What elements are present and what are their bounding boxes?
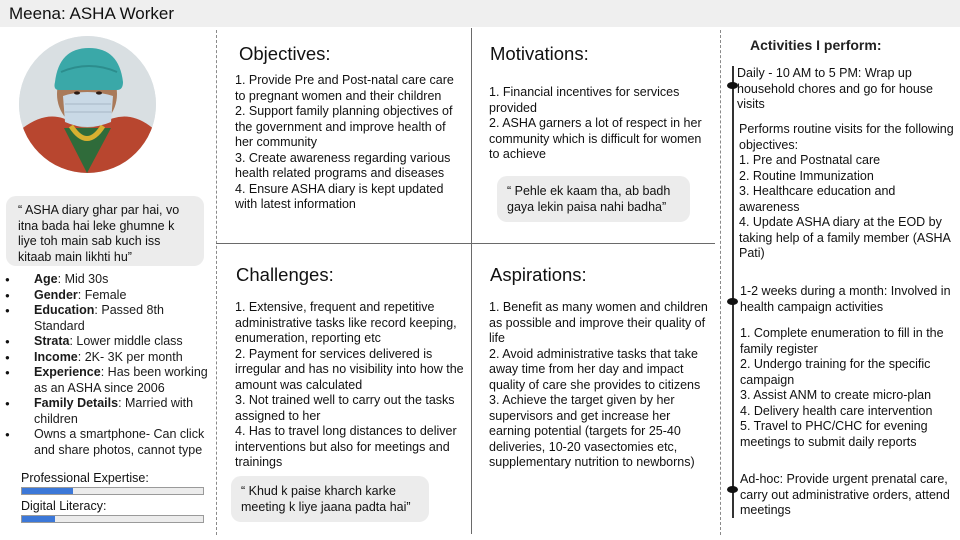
list-item: 2. Payment for services delivered is irr… xyxy=(235,346,464,392)
page-title: Meena: ASHA Worker xyxy=(9,4,175,23)
divider-left xyxy=(216,30,217,535)
skill-label-digital: Digital Literacy: xyxy=(21,499,107,513)
challenges-quote: “ Khud k paise kharch karke meeting k li… xyxy=(231,476,429,522)
activities-heading: Activities I perform: xyxy=(750,37,882,53)
skill-fill-professional xyxy=(22,488,73,494)
aspirations-heading: Aspirations: xyxy=(490,264,587,285)
list-item: 3. Assist ANM to create micro-plan xyxy=(740,388,932,402)
activities-timeline xyxy=(732,66,734,518)
list-item: 1. Extensive, frequent and repetitive ad… xyxy=(235,300,457,345)
motivations-list: 1. Financial incentives for services pro… xyxy=(489,85,709,163)
activity-routine: Performs routine visits for the followin… xyxy=(739,122,955,262)
profile-item-income: Income: 2K- 3K per month xyxy=(5,350,211,366)
divider-middle xyxy=(216,243,715,244)
skill-bar-professional xyxy=(21,487,204,495)
activity-adhoc: Ad-hoc: Provide urgent prenatal care, ca… xyxy=(740,472,950,517)
list-item: 4. Delivery health care intervention xyxy=(740,403,933,418)
profile-item-age: Age: Mid 30s xyxy=(5,272,211,288)
list-item: 4. Has to travel long distances to deliv… xyxy=(235,424,457,469)
profile-item-experience: Experience: Has been working as an ASHA … xyxy=(5,365,211,396)
divider-right xyxy=(720,30,721,535)
list-item: 1. Complete enumeration to fill in the f… xyxy=(740,326,944,356)
profile-item-education: Education: Passed 8th Standard xyxy=(5,303,211,334)
list-item: 5. Travel to PHC/CHC for evening meeting… xyxy=(740,419,928,449)
profile-item-strata: Strata: Lower middle class xyxy=(5,334,211,350)
profile-item-gender: Gender: Female xyxy=(5,288,211,304)
skill-label-professional: Professional Expertise: xyxy=(21,471,149,485)
activity-routine-intro: Performs routine visits for the followin… xyxy=(739,122,954,152)
timeline-dot xyxy=(727,486,738,493)
list-item: 1. Provide Pre and Post-natal care care … xyxy=(235,73,454,103)
profile-item-smartphone: Owns a smartphone- Can click and share p… xyxy=(5,427,211,458)
avatar xyxy=(19,36,156,173)
persona-photo xyxy=(19,36,156,173)
motivations-heading: Motivations: xyxy=(490,43,589,64)
list-item: 3. Healthcare education and awareness xyxy=(739,184,896,214)
list-item: 2. Support family planning objectives of… xyxy=(235,104,453,149)
persona-quote: “ ASHA diary ghar par hai, vo itna bada … xyxy=(6,196,204,266)
list-item: 3. Create awareness regarding various he… xyxy=(235,150,451,181)
timeline-dot xyxy=(727,82,738,89)
challenges-heading: Challenges: xyxy=(236,264,334,285)
objectives-list: 1. Provide Pre and Post-natal care care … xyxy=(235,73,467,213)
objectives-heading: Objectives: xyxy=(239,43,331,64)
activity-daily: Daily - 10 AM to 5 PM: Wrap up household… xyxy=(737,66,933,111)
list-item: 4. Ensure ASHA diary is kept updated wit… xyxy=(235,181,444,212)
list-item: 2. Undergo training for the specific cam… xyxy=(740,357,931,387)
list-item: 4. Update ASHA diary at the EOD by takin… xyxy=(739,215,951,260)
list-item: 2. Avoid administrative tasks that take … xyxy=(489,346,701,392)
list-item: 3. Achieve the target given by her super… xyxy=(489,393,695,469)
motivations-quote: “ Pehle ek kaam tha, ab badh gaya lekin … xyxy=(497,176,690,222)
list-item: 2. Routine Immunization xyxy=(739,168,874,183)
profile-details: Age: Mid 30s Gender: Female Education: P… xyxy=(5,272,211,458)
title-bar: Meena: ASHA Worker xyxy=(0,0,960,27)
timeline-dot xyxy=(727,298,738,305)
list-item: 2. ASHA garners a lot of respect in her … xyxy=(489,116,702,161)
profile-item-family: Family Details: Married with children xyxy=(5,396,211,427)
list-item: 1. Benefit as many women and children as… xyxy=(489,300,708,345)
aspirations-list: 1. Benefit as many women and children as… xyxy=(489,300,711,471)
activity-monthly: 1-2 weeks during a month: Involved in he… xyxy=(740,284,951,314)
skill-fill-digital xyxy=(22,516,55,522)
skill-bar-digital xyxy=(21,515,204,523)
challenges-list: 1. Extensive, frequent and repetitive ad… xyxy=(235,300,465,471)
activity-campaign: 1. Complete enumeration to fill in the f… xyxy=(740,326,955,450)
list-item: 1. Pre and Postnatal care xyxy=(739,153,881,167)
divider-center xyxy=(471,28,472,534)
list-item: 3. Not trained well to carry out the tas… xyxy=(235,393,455,423)
list-item: 1. Financial incentives for services pro… xyxy=(489,85,680,115)
